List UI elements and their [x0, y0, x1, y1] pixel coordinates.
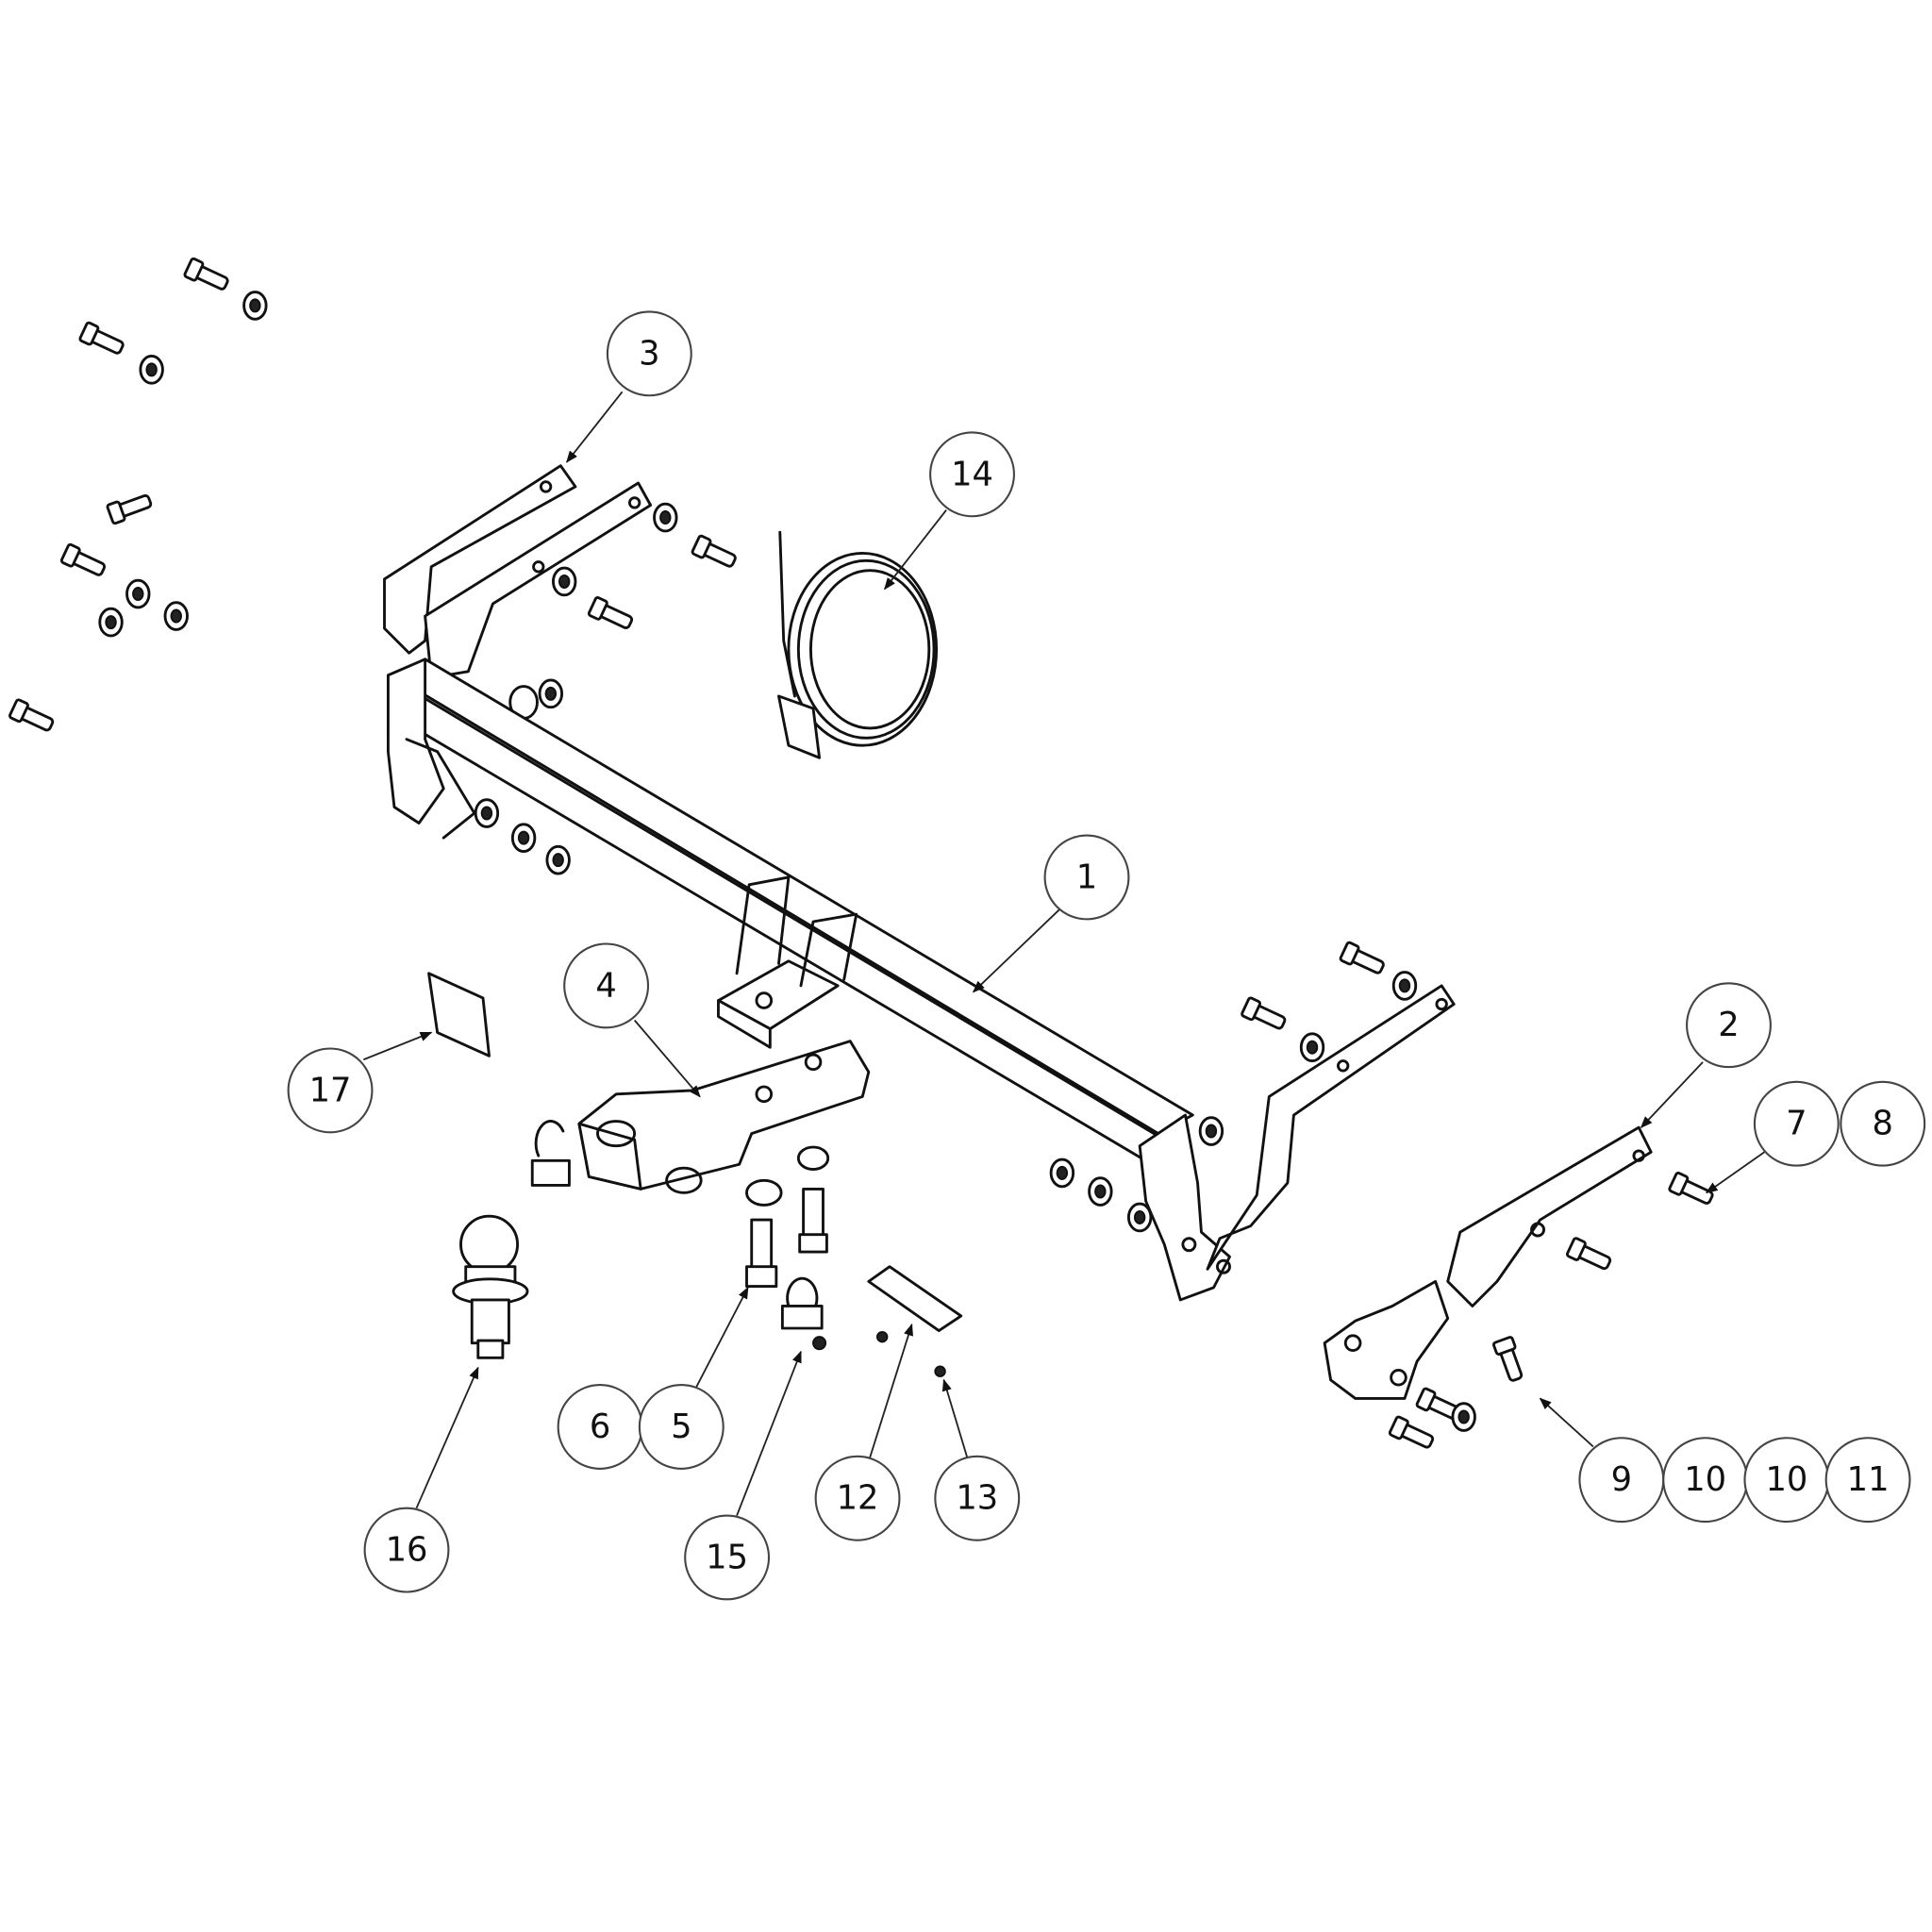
callout-1: 1: [1043, 834, 1130, 921]
callout-label: 14: [951, 455, 993, 493]
loose-fasteners-left: [8, 257, 268, 737]
callout-circle: [1840, 1080, 1926, 1167]
callout-label: 13: [956, 1479, 998, 1518]
callout-label: 2: [1718, 1006, 1739, 1044]
sticker: [427, 972, 491, 1058]
callout-4: 4: [563, 942, 650, 1029]
leader-lines: [362, 391, 1765, 1516]
callout-label: 10: [1765, 1460, 1807, 1499]
callout-label: 12: [837, 1479, 879, 1518]
callout-label: 5: [671, 1407, 691, 1446]
callout-label: 11: [1847, 1460, 1890, 1499]
callout-3: 3: [606, 310, 692, 397]
callout-label: 9: [1611, 1460, 1632, 1499]
callout-12: 12: [814, 1455, 901, 1541]
tongue-bolts: [745, 1145, 830, 1289]
callout-label: 3: [639, 334, 659, 373]
callout-9: 9: [1578, 1437, 1665, 1524]
callout-circle: [1824, 1437, 1911, 1524]
callout-circle: [1686, 982, 1772, 1069]
right-bracket: [1323, 1125, 1717, 1454]
callout-8: 8: [1840, 1080, 1926, 1167]
callout-circle: [1753, 1080, 1840, 1167]
callout-label: 10: [1684, 1460, 1726, 1499]
callout-14: 14: [929, 431, 1015, 518]
callout-6: 6: [557, 1384, 643, 1470]
callout-circle: [287, 1047, 374, 1134]
crossbar: [386, 658, 1456, 1302]
callout-16: 16: [363, 1507, 450, 1593]
callout-label: 15: [706, 1538, 748, 1576]
callout-label: 17: [309, 1071, 352, 1109]
callout-7: 7: [1753, 1080, 1840, 1167]
callout-10: 10: [1662, 1437, 1749, 1524]
shackle: [780, 1276, 827, 1351]
cover-plate: [867, 1265, 963, 1377]
callout-5: 5: [638, 1384, 724, 1470]
callout-circle: [563, 942, 650, 1029]
wiring-harness: [777, 530, 939, 759]
callout-circle: [1043, 834, 1130, 921]
callout-2: 2: [1686, 982, 1772, 1069]
callout-17: 17: [287, 1047, 374, 1134]
callout-label: 16: [386, 1531, 428, 1570]
tow-tongue: [530, 1040, 871, 1194]
callout-circle: [606, 310, 692, 397]
callout-circle: [929, 431, 1015, 518]
callout-label: 7: [1786, 1105, 1807, 1143]
callout-circle: [363, 1507, 450, 1593]
tow-ball: [452, 1214, 529, 1359]
callout-circle: [684, 1514, 771, 1601]
callout-circle: [934, 1455, 1021, 1541]
callout-10: 10: [1743, 1437, 1830, 1524]
callout-label: 4: [595, 966, 616, 1005]
callout-15: 15: [684, 1514, 771, 1601]
callout-circle: [638, 1384, 724, 1470]
callout-11: 11: [1824, 1437, 1911, 1524]
left-bracket: [383, 464, 740, 720]
callout-label: 6: [590, 1407, 610, 1446]
callout-label: 1: [1076, 858, 1097, 896]
callout-label: 8: [1873, 1105, 1893, 1143]
callout-13: 13: [934, 1455, 1021, 1541]
callout-circle: [814, 1455, 901, 1541]
